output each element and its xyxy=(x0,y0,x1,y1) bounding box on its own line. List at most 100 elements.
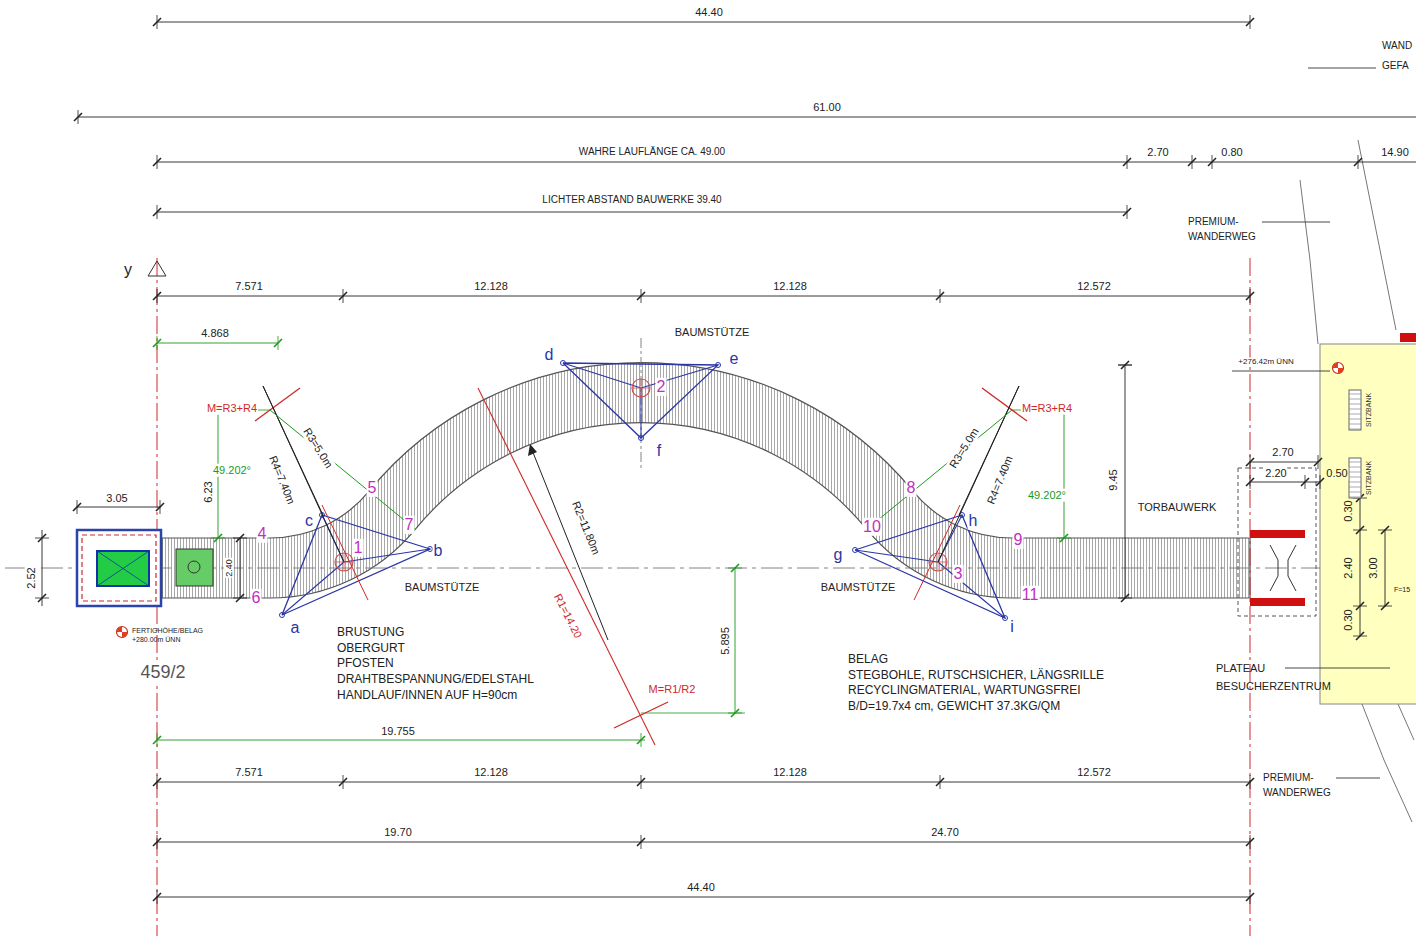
point-letter: c xyxy=(304,512,314,530)
dimension-tick xyxy=(1381,602,1389,610)
point-letter: h xyxy=(968,512,979,530)
angle-label: 49.202° xyxy=(212,464,252,477)
tree-support-brace xyxy=(938,562,1005,618)
center-mark xyxy=(614,702,668,728)
callout-number: 7 xyxy=(404,516,415,534)
dimension-tick xyxy=(1381,526,1389,534)
dimension-line xyxy=(42,530,43,606)
tree-support-center xyxy=(632,379,650,397)
dimension-tick xyxy=(38,594,46,602)
dimension-tick xyxy=(1354,158,1362,166)
callout-number: 6 xyxy=(251,589,262,607)
bench-hatch xyxy=(1349,409,1361,410)
leader-line xyxy=(1262,222,1330,223)
dimension-tick xyxy=(236,534,244,542)
tree-support-brace xyxy=(855,550,938,562)
dimension-label: 12.572 xyxy=(1076,766,1112,779)
survey-mark xyxy=(1333,363,1344,374)
bridge-deck xyxy=(162,363,1250,598)
level-label: +276.42m ÜNN xyxy=(1237,357,1294,366)
dimension-line xyxy=(78,117,1416,118)
bench-symbol xyxy=(1349,458,1361,498)
dimension-tick xyxy=(1246,838,1254,846)
level-note: FERTIGHÖHE/BELAG +280.00m ÜNN xyxy=(131,626,215,644)
dimension-tick xyxy=(1316,478,1324,486)
trail-edge xyxy=(1362,704,1412,822)
trail-label: PREMIUM- WANDERWEG xyxy=(1187,214,1279,244)
gate-symbol xyxy=(1288,545,1296,591)
gate-wall xyxy=(1250,530,1305,538)
radius-label: R4=7.40m xyxy=(266,453,298,507)
dimension-tick xyxy=(274,339,282,347)
point-letter: g xyxy=(833,546,844,564)
dimension-line xyxy=(157,212,1127,213)
dimension-tick xyxy=(1246,778,1254,786)
survey-mark xyxy=(1333,363,1339,369)
dimension-tick xyxy=(1121,594,1129,602)
callout-number: 3 xyxy=(953,565,964,583)
dimension-line xyxy=(157,842,1250,843)
angle-label: 49.202° xyxy=(1027,489,1067,502)
dimension-extension xyxy=(1118,365,1132,366)
dimension-line xyxy=(157,296,1250,297)
bench-hatch xyxy=(1349,414,1361,415)
dimension-line xyxy=(157,782,1250,783)
dimension-tick xyxy=(153,838,161,846)
bench-label: SITZBANK xyxy=(1365,392,1372,428)
point-letter: e xyxy=(729,350,740,368)
dimension-tick xyxy=(153,292,161,300)
arrowhead xyxy=(528,444,537,456)
bench-hatch xyxy=(1349,419,1361,420)
dimension-tick xyxy=(1123,208,1131,216)
dimension-label: 3.00 xyxy=(1367,556,1380,579)
dimension-tick xyxy=(153,893,161,901)
dimension-tick xyxy=(1246,478,1254,486)
elevator-housing xyxy=(77,530,161,606)
dimension-tick xyxy=(1060,534,1068,542)
dimension-line xyxy=(1125,365,1126,598)
anchor-point xyxy=(280,613,285,618)
reference-triangle xyxy=(148,261,166,276)
dimension-tick xyxy=(1208,158,1216,166)
dimension-label: 4.868 xyxy=(200,327,230,340)
note-text: BELAG xyxy=(847,653,889,667)
callout-number: 9 xyxy=(1013,531,1024,549)
bench-symbol xyxy=(1349,390,1361,430)
trail-edge xyxy=(1300,180,1318,344)
cut-label: GEFA xyxy=(1381,60,1410,72)
radius-label: R4=7.40m xyxy=(984,453,1016,507)
dimension-tick xyxy=(1314,458,1322,466)
bench-label: SITZBANK xyxy=(1365,460,1372,496)
point-letter: i xyxy=(1009,618,1015,636)
support-label: BAUMSTÜTZE xyxy=(404,581,481,594)
dimension-label: 44.40 xyxy=(686,881,716,894)
cabin-cross xyxy=(97,551,149,586)
dimension-tick xyxy=(153,778,161,786)
dimension-label: 2.40 xyxy=(224,558,234,578)
dimension-label: 2.52 xyxy=(25,566,38,589)
dimension-label: 19.70 xyxy=(383,826,413,839)
dimension-line xyxy=(157,740,645,741)
dimension-label: 6.23 xyxy=(202,480,215,503)
dimension-tick xyxy=(1301,478,1309,486)
bench-hatch xyxy=(1349,477,1361,478)
survey-mark xyxy=(1338,368,1344,374)
radial-line xyxy=(914,505,960,600)
radius-label: R3=5.0m xyxy=(300,425,336,472)
note-text: BRUSTUNG xyxy=(336,626,405,640)
marker xyxy=(1400,333,1416,342)
callout-number: 11 xyxy=(1021,586,1040,604)
dimension-line xyxy=(240,538,241,598)
dimension-label: 12.128 xyxy=(473,766,509,779)
dimension-tick xyxy=(339,292,347,300)
dimension-tick xyxy=(74,113,82,121)
landing-pad xyxy=(176,549,213,586)
dimension-tick xyxy=(153,208,161,216)
anchor-point xyxy=(853,548,858,553)
callout-number: 1 xyxy=(353,539,364,557)
leader-line xyxy=(1285,668,1390,669)
dimension-label: 2.40 xyxy=(1342,556,1355,579)
gate-wall xyxy=(1250,598,1305,606)
trail-edge xyxy=(1358,140,1396,330)
dimension-title: WAHRE LAUFLÄNGE CA. 49.00 xyxy=(578,146,726,158)
